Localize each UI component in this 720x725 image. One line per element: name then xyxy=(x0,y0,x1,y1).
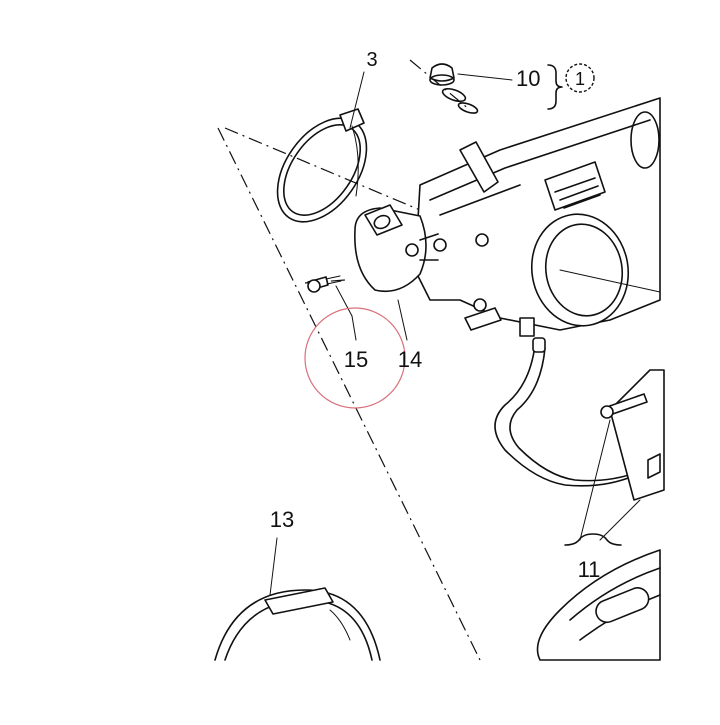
vacuum-hose xyxy=(494,337,660,487)
highlight-circle xyxy=(304,307,406,409)
callout-14: 14 xyxy=(398,347,422,372)
circled-reference: 1 xyxy=(565,63,595,93)
leader-15 xyxy=(351,315,357,341)
axis-line-main xyxy=(217,127,481,661)
screw-part-15 xyxy=(307,275,342,293)
brace-10 xyxy=(547,64,563,110)
lower-manifold xyxy=(536,549,661,661)
circled-reference-label: 1 xyxy=(575,69,585,89)
leader-14 xyxy=(397,299,408,341)
axis-line-clamp xyxy=(224,127,421,211)
cap-and-o-rings xyxy=(429,63,513,114)
callout-3: 3 xyxy=(366,49,377,71)
callout-10: 10 xyxy=(516,66,540,91)
leader-lines xyxy=(269,71,408,596)
throttle-body xyxy=(414,97,661,337)
callout-15: 15 xyxy=(344,347,368,372)
hose-clamp-upper xyxy=(276,108,368,223)
hose-clamp-lower xyxy=(214,587,381,661)
throttle-position-sensor xyxy=(354,204,439,293)
leader-13 xyxy=(269,537,278,596)
callout-11: 11 xyxy=(578,557,601,582)
callout-13: 13 xyxy=(270,507,294,532)
bracket-part-11 xyxy=(564,369,665,546)
